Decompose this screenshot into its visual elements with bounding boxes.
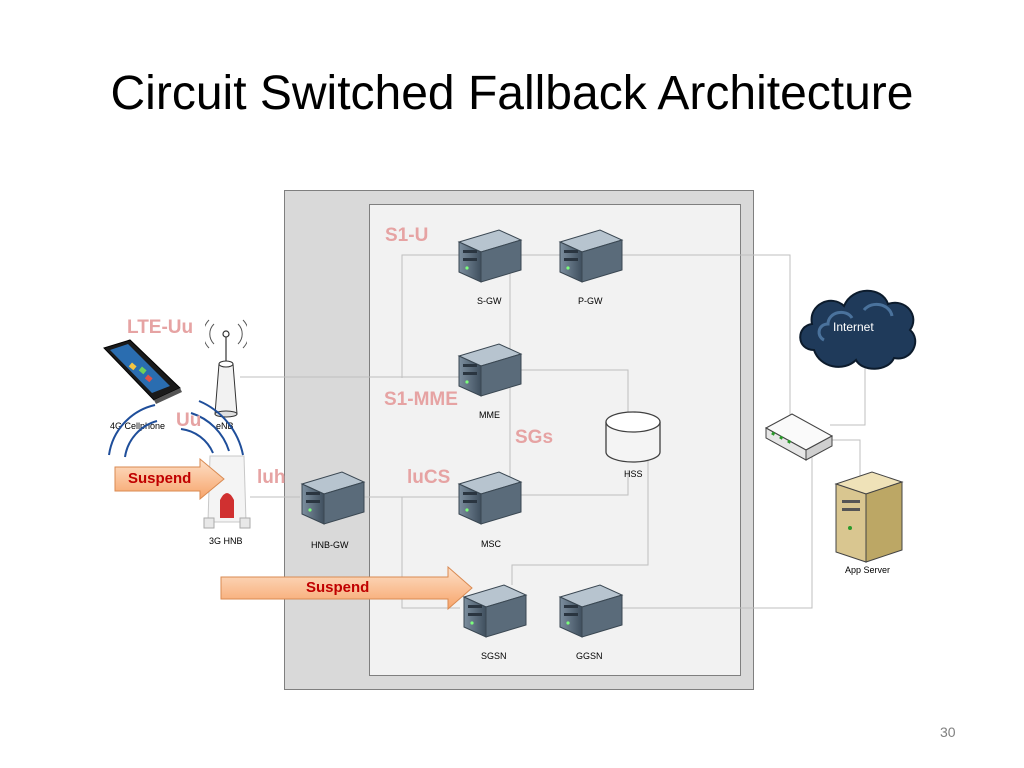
suspend-arrow-left xyxy=(114,458,225,500)
internet-cloud-icon xyxy=(799,289,917,370)
slide-title: Circuit Switched Fallback Architecture xyxy=(110,67,914,120)
enb-antenna-icon xyxy=(205,319,247,418)
ggsn-server-icon xyxy=(558,584,624,638)
mme-server-icon xyxy=(457,343,523,397)
cellphone-icon xyxy=(103,339,182,404)
iuh-interface-label: luh xyxy=(257,467,286,488)
msc-server-icon xyxy=(457,471,523,525)
hnbgw-server-icon xyxy=(300,471,366,525)
sgsn-server-icon xyxy=(462,584,528,638)
sgw-server-icon xyxy=(457,229,523,283)
app-server-label: App Server xyxy=(845,565,891,575)
enb-label: eNB xyxy=(216,421,234,431)
sgw-label: S-GW xyxy=(477,296,502,306)
hss-label: HSS xyxy=(624,469,643,479)
uu-interface-label: Uu xyxy=(176,410,202,431)
sgsn-label: SGSN xyxy=(481,651,507,661)
internet-label: Internet xyxy=(833,320,874,334)
page-number: 30 xyxy=(940,724,956,740)
ggsn-label: GGSN xyxy=(576,651,603,661)
iucs-interface-label: luCS xyxy=(407,467,451,488)
cellphone-label: 4G Cellphone xyxy=(110,421,166,431)
hnbgw-label: HNB-GW xyxy=(311,540,349,550)
pgw-label: P-GW xyxy=(578,296,603,306)
network-switch-icon xyxy=(764,413,834,461)
s1mme-interface-label: S1-MME xyxy=(384,389,458,410)
suspend-label-middle: Suspend xyxy=(306,579,370,596)
suspend-arrow-middle xyxy=(220,566,473,610)
app-server-icon xyxy=(834,471,904,563)
mme-label: MME xyxy=(479,410,500,420)
sgs-interface-label: SGs xyxy=(515,427,554,448)
s1u-interface-label: S1-U xyxy=(385,225,429,246)
hss-database-icon xyxy=(605,411,661,463)
msc-label: MSC xyxy=(481,539,501,549)
hnb-label: 3G HNB xyxy=(209,536,243,546)
pgw-server-icon xyxy=(558,229,624,283)
suspend-label-left: Suspend xyxy=(128,470,192,487)
lte-uu-interface-label: LTE-Uu xyxy=(127,317,194,338)
hnb-device-icon xyxy=(203,455,251,529)
